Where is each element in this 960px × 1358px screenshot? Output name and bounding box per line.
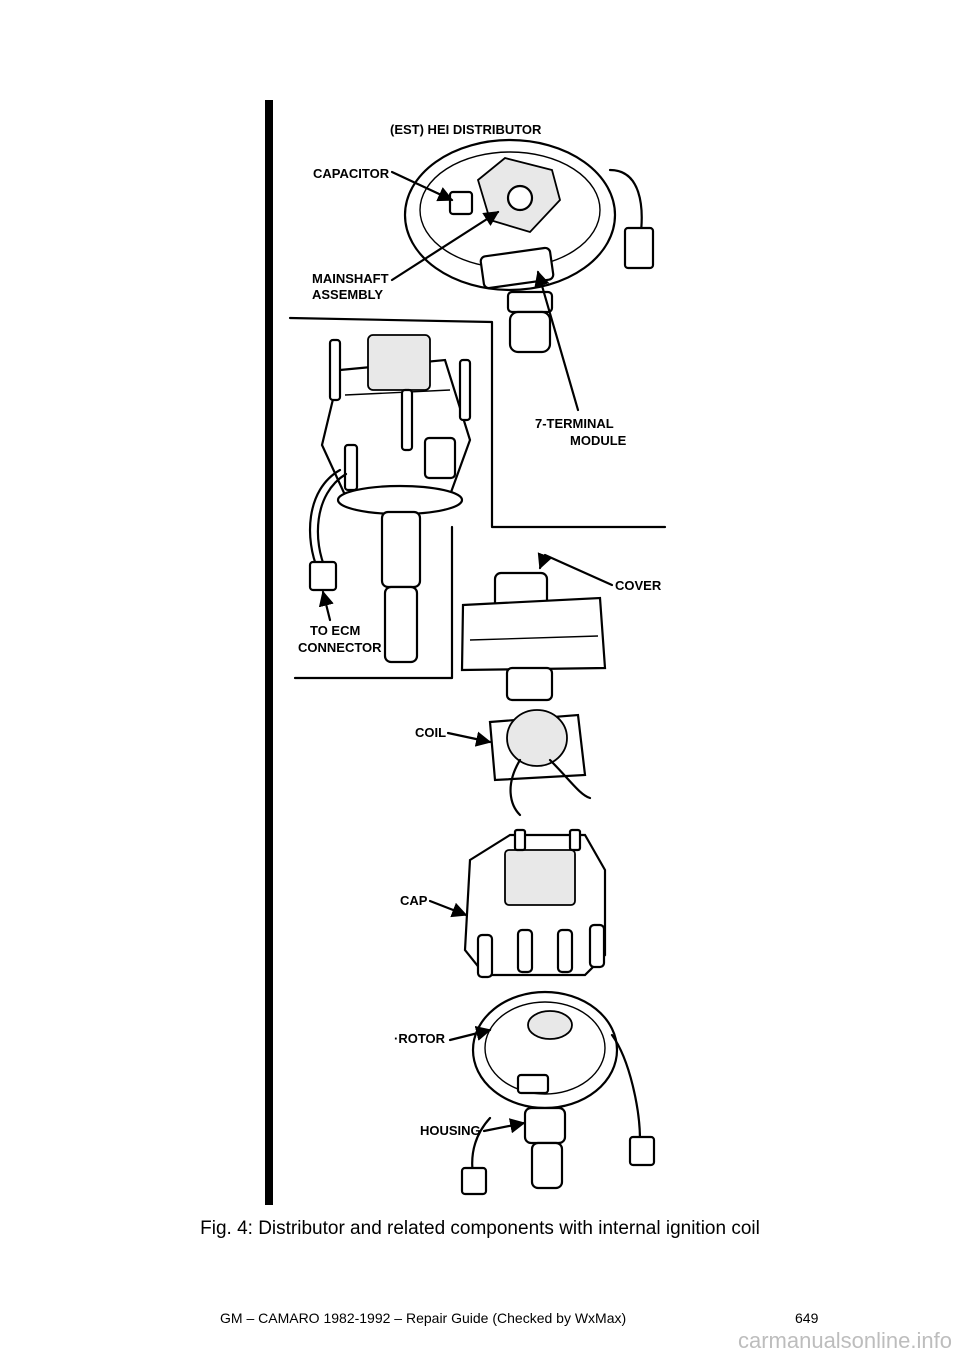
- label-ecm-line2: CONNECTOR: [298, 640, 382, 655]
- label-module-line2: MODULE: [570, 433, 627, 448]
- figure-caption: Fig. 4: Distributor and related componen…: [200, 1218, 760, 1239]
- label-ecm-line1: TO ECM: [310, 623, 360, 638]
- label-cover: COVER: [615, 578, 662, 593]
- label-mainshaft-line1: MAINSHAFT: [312, 271, 389, 286]
- page-number: 649: [795, 1310, 819, 1326]
- assembled-distributor-drawing: [308, 334, 472, 664]
- cover-drawing: [460, 571, 607, 702]
- label-capacitor: CAPACITOR: [313, 166, 390, 181]
- label-rotor: ·ROTOR: [394, 1031, 446, 1046]
- rotor-housing-drawing: [460, 990, 656, 1196]
- distributor-diagram: (EST) HEI DISTRIBUTOR CAPACITOR MAINSHAF…: [265, 100, 667, 1205]
- footer-guide-title: GM – CAMARO 1982-1992 – Repair Guide (Ch…: [220, 1310, 627, 1326]
- label-cap: CAP: [400, 893, 428, 908]
- cap-drawing: [463, 828, 607, 979]
- label-housing: HOUSING: [420, 1123, 481, 1138]
- label-mainshaft-line2: ASSEMBLY: [312, 287, 383, 302]
- coil-drawing: [488, 709, 592, 817]
- leader-arrows: [318, 170, 614, 1134]
- watermark: carmanualsonline.info: [737, 1328, 952, 1353]
- label-module-line1: 7-TERMINAL: [535, 416, 614, 431]
- diagram-title: (EST) HEI DISTRIBUTOR: [390, 122, 542, 137]
- figure-left-border: [265, 100, 273, 1205]
- label-coil: COIL: [415, 725, 446, 740]
- inset-frames: [288, 316, 667, 680]
